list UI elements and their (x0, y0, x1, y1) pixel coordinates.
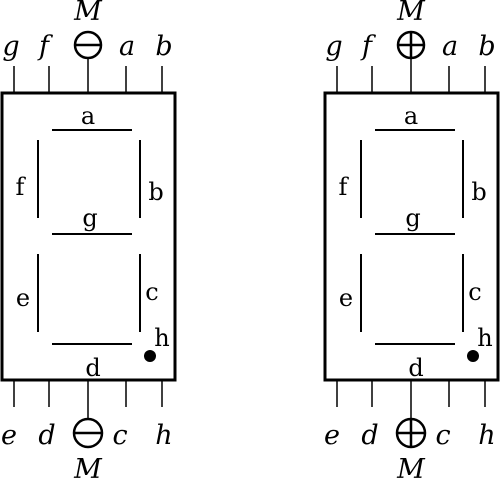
top-pin-b-label: b (478, 31, 495, 62)
bottom-pin-d-label: d (361, 420, 378, 451)
segment-e-label: e (16, 284, 30, 312)
bottom-pin-d-label: d (38, 420, 55, 451)
display-common-minus: M g f a b a f b g e c h (0, 0, 177, 484)
top-common-pin-label: M (396, 0, 426, 27)
top-pin-leads (13, 58, 163, 93)
segment-b-label: b (471, 178, 486, 206)
bottom-common-pin-label: M (73, 454, 103, 484)
display-housing (0, 91, 177, 382)
top-pin-g-label: g (325, 31, 342, 62)
top-pin-b-label: b (155, 31, 172, 62)
top-pin-leads (336, 58, 486, 93)
segment-g-label: g (82, 204, 97, 232)
display-common-plus: M g f a b a f b g e c (323, 0, 500, 484)
segment-d-label: d (85, 354, 100, 382)
segment-h-label: h (477, 324, 492, 352)
segment-h-dot (467, 350, 479, 362)
segment-c-label: c (468, 278, 481, 306)
bottom-pin-leads (13, 380, 163, 419)
bottom-common-pin-label: M (396, 454, 426, 484)
segment-b-label: b (148, 178, 163, 206)
segment-h-dot (144, 350, 156, 362)
segment-h-label: h (154, 324, 169, 352)
bottom-pin-c-label: c (112, 420, 127, 451)
segment-g-label: g (405, 204, 420, 232)
bottom-pin-c-label: c (435, 420, 450, 451)
segment-f-label: f (16, 173, 27, 201)
segment-f-label: f (339, 173, 350, 201)
top-pin-a-label: a (442, 31, 458, 62)
top-common-pin-label: M (73, 0, 103, 27)
bottom-pin-h-label: h (478, 420, 495, 451)
segment-c-label: c (145, 278, 158, 306)
top-pin-a-label: a (119, 31, 135, 62)
bottom-pin-e-label: e (324, 420, 340, 451)
segment-e-label: e (339, 284, 353, 312)
bottom-pin-h-label: h (155, 420, 172, 451)
bottom-pin-e-label: e (1, 420, 17, 451)
segments (37, 129, 141, 345)
segment-a-label: a (404, 102, 418, 130)
segments (360, 129, 464, 345)
segment-d-label: d (408, 354, 423, 382)
top-pin-f-label: f (37, 31, 53, 62)
top-pin-g-label: g (2, 31, 19, 62)
display-housing (323, 91, 500, 382)
segment-a-label: a (81, 102, 95, 130)
top-pin-f-label: f (360, 31, 376, 62)
bottom-pin-leads (336, 380, 486, 419)
